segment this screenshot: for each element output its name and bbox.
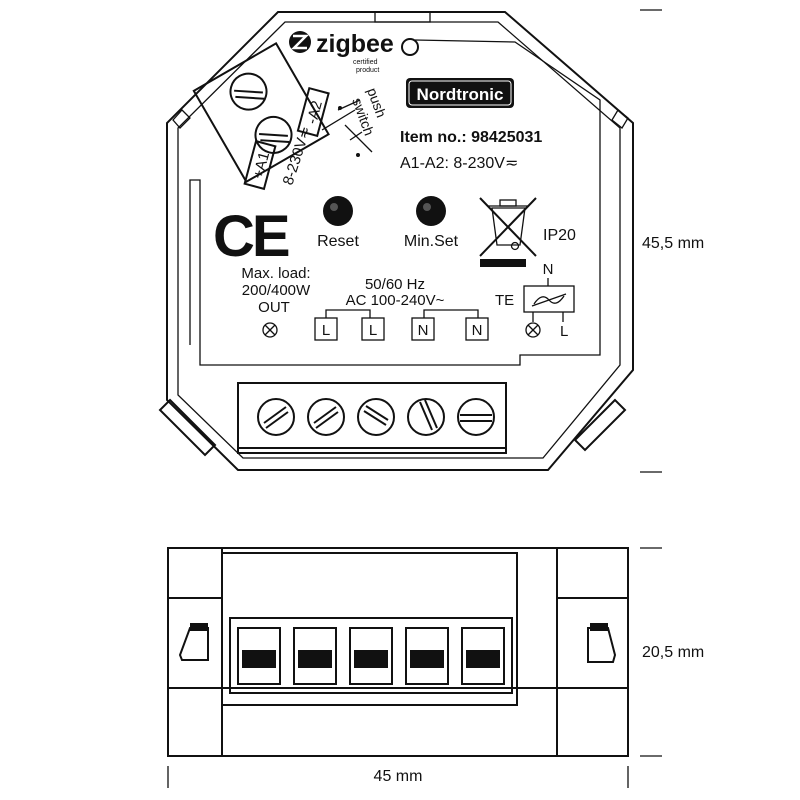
input-voltage-label: 8-230V≂ xyxy=(280,124,315,187)
nordtronic-wordmark: Nordtronic xyxy=(417,85,504,104)
max-load-line2: 200/400W xyxy=(242,282,311,299)
label-outline xyxy=(189,39,601,366)
top-terminal-block xyxy=(192,42,330,184)
clip-right-top xyxy=(611,109,629,129)
side-clip-left xyxy=(178,627,209,661)
inner-housing xyxy=(177,21,621,459)
ce-mark: CE xyxy=(213,204,289,269)
ip-rating: IP20 xyxy=(543,227,576,244)
zigbee-product: product xyxy=(356,67,379,74)
supply-terminal-1: L xyxy=(322,322,330,339)
push-switch-symbol: push switch xyxy=(321,86,390,157)
zigbee-logo: zigbee certified product xyxy=(289,30,419,74)
a1-label: +A1 xyxy=(250,150,273,181)
ac-supply-label: AC 100-240V~ xyxy=(346,292,445,309)
width-value: 45 mm xyxy=(374,768,423,785)
terminal-labels: -A2 +A1 8-230V≂ xyxy=(243,86,330,191)
reset-label: Reset xyxy=(317,233,359,250)
weee-bin-icon xyxy=(479,197,537,267)
out-label: OUT xyxy=(258,299,290,316)
item-number: Item no.: 98425031 xyxy=(400,129,542,146)
height-value: 45,5 mm xyxy=(642,235,704,252)
led-indicator xyxy=(401,38,419,56)
a2-label: -A2 xyxy=(303,99,325,126)
te-n-label: N xyxy=(543,261,554,278)
clip-left-bottom xyxy=(158,398,217,457)
supply-terminal-3: N xyxy=(418,322,429,339)
device-side-view xyxy=(167,547,629,757)
top-notch xyxy=(374,11,431,23)
minset-label: Min.Set xyxy=(404,233,459,250)
depth-dimension: 20,5 mm xyxy=(640,547,704,757)
supply-terminal-4: N xyxy=(472,322,483,339)
depth-value: 20,5 mm xyxy=(642,644,704,661)
reset-button[interactable]: Reset xyxy=(317,196,359,250)
clip-left-top xyxy=(172,109,191,129)
te-label: TE xyxy=(495,292,514,309)
nordtronic-logo: Nordtronic xyxy=(406,78,514,108)
height-dimension: 45,5 mm xyxy=(640,9,704,473)
clip-right-bottom xyxy=(573,398,627,452)
bottom-terminal-block xyxy=(237,382,507,454)
max-load-line1: Max. load: xyxy=(241,265,310,282)
zigbee-certified: certified xyxy=(353,59,378,66)
side-clip-right xyxy=(587,627,617,663)
device-top-view xyxy=(158,11,634,471)
a1a2-voltage: A1-A2: 8-230V≂ xyxy=(400,155,518,172)
outer-housing xyxy=(166,11,634,471)
supply-terminal-2: L xyxy=(369,322,377,339)
side-connector-slots xyxy=(237,627,505,685)
minset-button[interactable]: Min.Set xyxy=(404,196,459,250)
out-terminal-symbol xyxy=(262,322,278,338)
zigbee-wordmark: zigbee xyxy=(316,30,394,58)
te-l-label: L xyxy=(560,323,568,340)
width-dimension: 45 mm xyxy=(167,766,629,788)
te-dimmer-symbol: TE N L xyxy=(495,261,575,340)
supply-connectors: L L N N xyxy=(314,309,489,341)
frequency-label: 50/60 Hz xyxy=(365,276,425,293)
